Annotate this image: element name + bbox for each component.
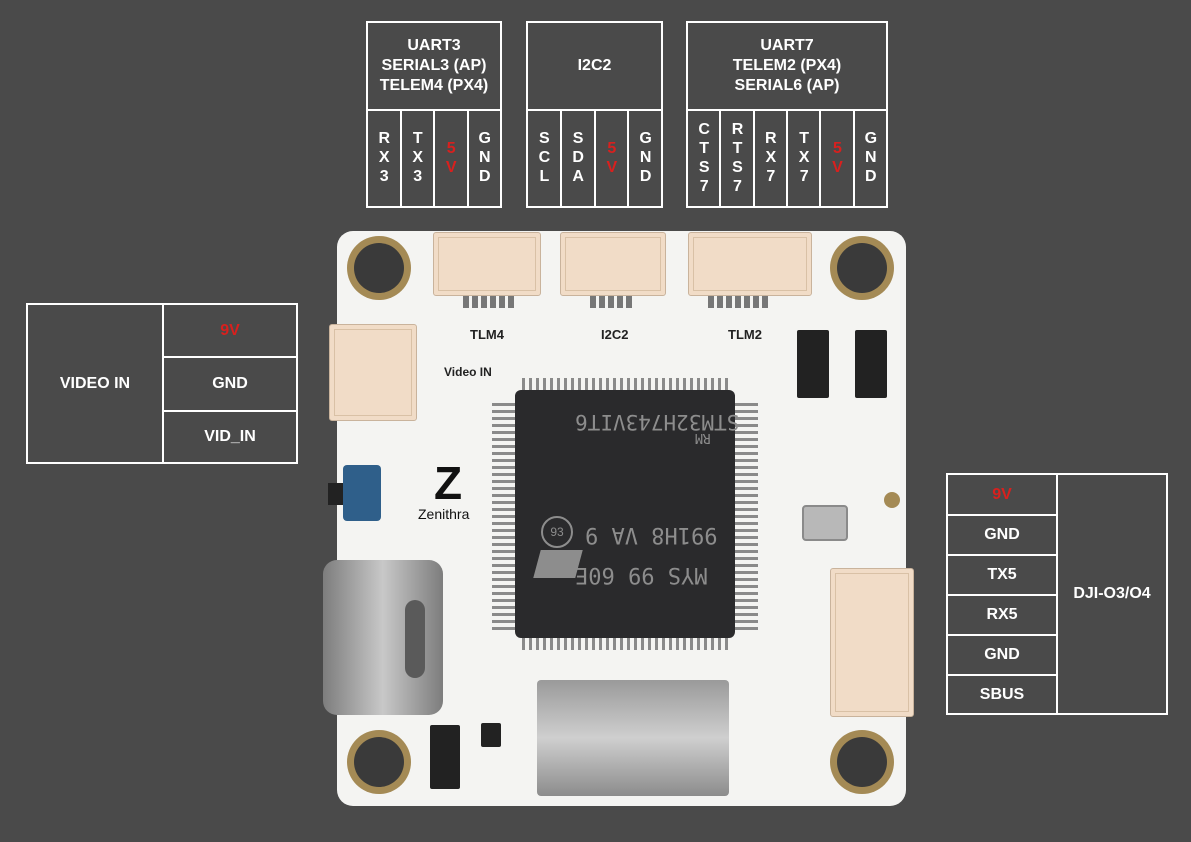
uart7-pin-tx7: TX7 (788, 111, 822, 206)
tlm2-silk-label: TLM2 (728, 327, 762, 342)
uart7-title-line-1: UART7 (760, 37, 814, 54)
video-in-pin-vid-in: VID_IN (204, 428, 256, 445)
zenithra-mark-icon: Z (433, 457, 463, 509)
uart7-pin-rts7: RTS7 (721, 111, 755, 206)
uart3-title: UART3 SERIAL3 (AP) TELEM4 (PX4) (368, 23, 500, 109)
dji-pin-tx5: TX5 (987, 566, 1017, 583)
mcu-pins-right (735, 400, 758, 630)
dji-label: DJI-O3/O4 (1073, 585, 1151, 602)
video-in-pin-9v: 9V (220, 321, 240, 339)
dji-pin-9v: 9V (992, 485, 1012, 503)
st-logo-icon (533, 550, 583, 578)
mounting-hole-top-right (830, 236, 894, 300)
video-in-connector (329, 324, 417, 421)
chip-line-2: 991H8 VA 9 (585, 522, 718, 547)
i2c2-connector (560, 232, 666, 296)
tlm4-connector-pins (463, 296, 514, 308)
video-in-silk-label: Video IN (444, 365, 492, 379)
usb-c-port[interactable] (323, 560, 443, 715)
video-in-pinout-box: VIDEO IN 9V GND VID_IN (26, 303, 298, 464)
mounting-hole-bottom-right (830, 730, 894, 794)
video-in-pin-gnd: GND (212, 375, 248, 392)
tlm4-silk-label: TLM4 (470, 327, 504, 342)
tlm4-connector (433, 232, 541, 296)
boot-button[interactable] (343, 465, 381, 521)
uart7-pin-rx7: RX7 (755, 111, 788, 206)
uart7-pin-gnd: GND (862, 130, 880, 187)
dji-pinout-box: 9V GND TX5 RX5 GND SBUS DJI-O3/O4 (946, 473, 1168, 715)
dji-pin-rx5: RX5 (986, 606, 1018, 623)
crystal-oscillator (802, 505, 848, 541)
i2c2-pin-5v: 5V (596, 111, 630, 206)
dji-connector (830, 568, 914, 717)
chip-line-3: MYS 99 60E (575, 562, 708, 587)
uart7-pin-cts7: CTS7 (688, 111, 722, 206)
dji-pin-gnd-1: GND (984, 526, 1020, 543)
uart7-pin-5v: 5V (821, 111, 855, 206)
chip-line-1: STM32H743VIT6 (575, 410, 740, 434)
i2c2-silk-label: I2C2 (601, 327, 629, 342)
boot-button-cap (328, 483, 343, 505)
chip-line-4: RM (695, 430, 711, 445)
i2c2-pin-gnd: GND (637, 130, 655, 187)
i2c2-pin-sda: SDA (562, 111, 596, 206)
tlm2-connector (688, 232, 812, 296)
diode-3 (430, 725, 460, 789)
small-ic (481, 723, 501, 747)
uart3-pin-rx3: RX3 (368, 111, 402, 206)
mcu-pins-bottom (522, 638, 730, 650)
test-pad (884, 492, 900, 508)
zenithra-brand-name: Zenithra (418, 506, 470, 522)
diode-1 (797, 330, 829, 398)
mounting-hole-bottom-left (347, 730, 411, 794)
zenithra-logo: Z Zenithra (418, 460, 478, 522)
i2c2-connector-pins (590, 296, 632, 308)
dji-pin-sbus: SBUS (979, 685, 1025, 703)
dji-pin-gnd-2: GND (984, 646, 1020, 663)
microsd-card-slot[interactable] (537, 680, 729, 796)
uart3-pinout-box: UART3 SERIAL3 (AP) TELEM4 (PX4) RX3 TX3 … (366, 21, 502, 208)
uart3-pin-tx3: TX3 (402, 111, 435, 206)
uart7-title-line-2: TELEM2 (PX4) (732, 57, 842, 74)
i2c2-title: I2C2 (577, 57, 612, 74)
uart3-pin-gnd: GND (476, 130, 494, 187)
uart7-title-line-3: SERIAL6 (AP) (734, 77, 840, 94)
mcu-pins-left (492, 400, 515, 630)
mounting-hole-top-left (347, 236, 411, 300)
stm32-microcontroller: STM32H743VIT6 991H8 VA 9 MYS 99 60E RM 9… (515, 390, 739, 638)
mcu-pins-top (522, 378, 730, 390)
uart3-title-line-2: SERIAL3 (AP) (381, 57, 487, 74)
uart7-pinout-box: UART7 TELEM2 (PX4) SERIAL6 (AP) CTS7 RTS… (686, 21, 888, 208)
video-in-label: VIDEO IN (59, 374, 131, 392)
i2c2-pin-scl: SCL (528, 111, 562, 206)
chip-badge: 93 (541, 516, 573, 548)
uart3-title-line-3: TELEM4 (PX4) (379, 77, 489, 94)
uart7-title: UART7 TELEM2 (PX4) SERIAL6 (AP) (688, 23, 886, 109)
tlm2-connector-pins (708, 296, 768, 308)
i2c2-pinout-box: I2C2 SCL SDA 5V GND (526, 21, 663, 208)
uart3-pin-5v: 5V (435, 111, 469, 206)
uart3-title-line-1: UART3 (407, 37, 461, 54)
diode-2 (855, 330, 887, 398)
